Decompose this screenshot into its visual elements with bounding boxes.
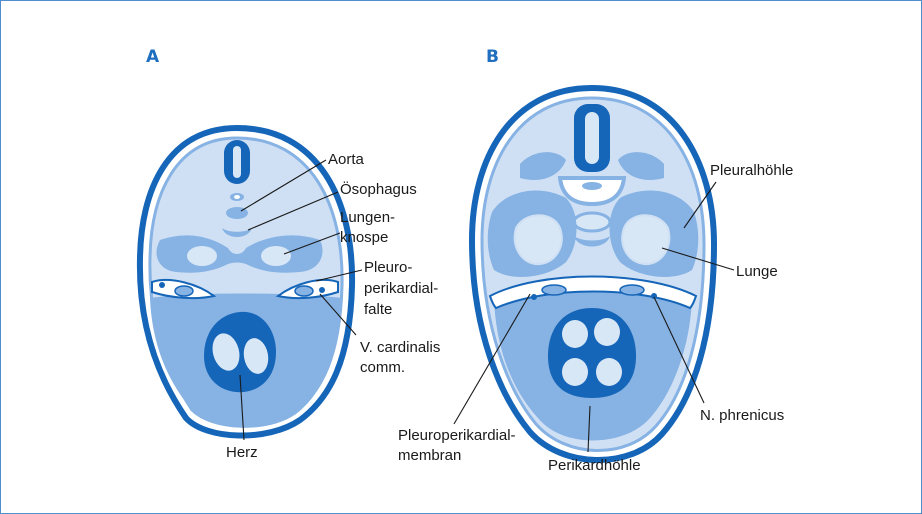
- label-pleuroperikardialfalte-line2: perikardial-: [364, 280, 438, 297]
- panel-a-neural-canal: [233, 146, 241, 178]
- label-pleuroperikardialmembran-line2: membran: [398, 447, 461, 464]
- panel-b-vertebral-body: [560, 178, 624, 204]
- panel-b-lung-right: [622, 215, 669, 264]
- panel-b-heart-chamber-1: [562, 320, 588, 348]
- panel-b-neural-canal: [585, 112, 599, 164]
- panel-b-heart-chamber-3: [562, 358, 588, 386]
- panel-a-cardinal-vein-dot-left: [159, 282, 165, 288]
- panel-a-fold-vessel-left: [175, 286, 193, 296]
- label-aorta: Aorta: [328, 151, 365, 168]
- label-pleuroperikardialfalte-line3: falte: [364, 301, 392, 318]
- label-oesophagus: Ösophagus: [340, 180, 417, 198]
- panel-b-lung-left: [515, 215, 562, 264]
- panel-b-heart-chamber-2: [594, 318, 620, 346]
- label-pleuroperikardialmembran-line1: Pleuroperikardial-: [398, 427, 516, 444]
- panel-b-notochord: [582, 182, 602, 190]
- label-herz: Herz: [226, 444, 258, 461]
- label-v-cardinalis-line2: comm.: [360, 359, 405, 376]
- panel-b-membrane-vessel-left: [542, 285, 566, 295]
- label-v-cardinalis-line1: V. cardinalis: [360, 339, 440, 356]
- panel-a-lung-bud-left: [187, 246, 217, 266]
- panel-a-letter: A: [146, 47, 160, 67]
- panel-a-cross-section: [140, 128, 352, 436]
- panel-b-heart-outer: [548, 308, 636, 398]
- label-pleuralhoehle: Pleuralhöhle: [710, 162, 793, 179]
- panel-a-fold-vessel-right: [295, 286, 313, 296]
- label-pleuroperikardialfalte-line1: Pleuro-: [364, 259, 412, 276]
- label-lungenknospe-line2: knospe: [340, 229, 388, 246]
- label-lunge: Lunge: [736, 263, 778, 280]
- panel-b-heart-chamber-4: [596, 358, 622, 386]
- panel-b-aorta: [574, 213, 610, 231]
- panel-b-cross-section: [472, 88, 714, 460]
- panel-a-notochord-core: [234, 195, 240, 199]
- panel-b-letter: B: [486, 47, 499, 67]
- label-perikardhoehle: Perikardhöhle: [548, 457, 641, 474]
- panel-a-cardinal-vein-dot-right: [319, 287, 325, 293]
- panel-b-phrenic-nerve-dot-left: [531, 294, 537, 300]
- label-n-phrenicus: N. phrenicus: [700, 407, 784, 424]
- panel-a-lung-bud-right: [261, 246, 291, 266]
- label-lungenknospe-line1: Lungen-: [340, 209, 395, 226]
- panel-b-membrane-vessel-right: [620, 285, 644, 295]
